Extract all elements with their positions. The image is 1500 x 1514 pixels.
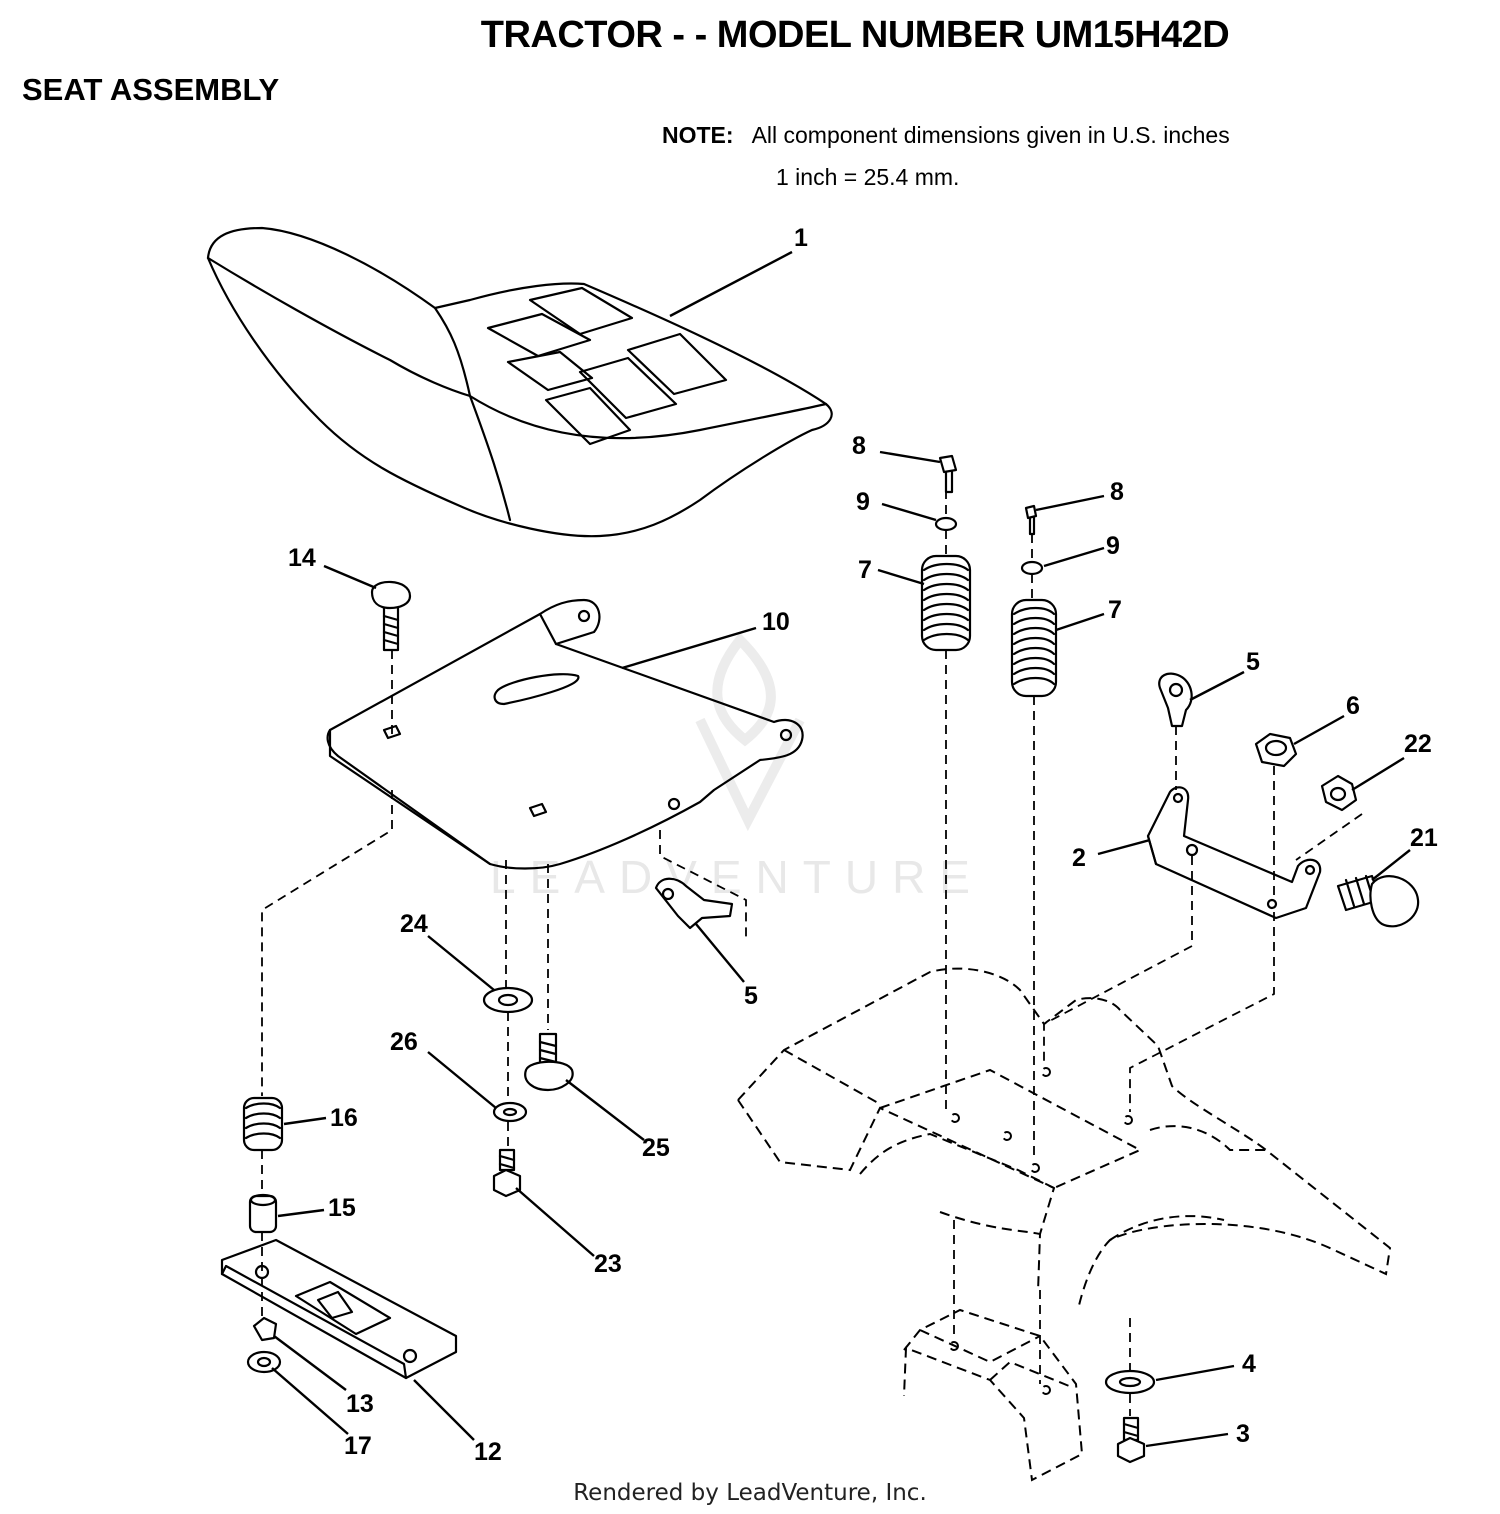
note-block: NOTE: All component dimensions given in U… [662,114,1230,198]
nut-22-part[interactable] [1320,774,1358,812]
callout-3[interactable]: 3 [1236,1420,1250,1448]
washer-24-part[interactable] [482,986,534,1014]
callout-9b[interactable]: 9 [1106,532,1120,560]
callout-2[interactable]: 2 [1072,844,1086,872]
callout-7a[interactable]: 7 [858,556,872,584]
callout-1[interactable]: 1 [794,224,808,252]
callout-6[interactable]: 6 [1346,692,1360,720]
diagram-title: TRACTOR - - MODEL NUMBER UM15H42D [480,14,1230,56]
callout-10[interactable]: 10 [762,608,790,636]
seat-part[interactable] [206,226,833,538]
shoulder-bolt-25-part[interactable] [524,1032,574,1092]
seat-pan-part[interactable] [326,598,804,870]
bracket-2-part[interactable] [1146,786,1322,920]
callout-9a[interactable]: 9 [856,488,870,516]
fender-reference [737,967,1392,1482]
footer-credit: Rendered by LeadVenture, Inc. [573,1480,927,1506]
washer-17-part[interactable] [246,1350,282,1374]
bushing-15-part[interactable] [248,1193,278,1234]
spring-16-part[interactable] [242,1096,284,1152]
callout-24[interactable]: 24 [400,910,428,938]
note-label: NOTE: [662,122,734,148]
nut-13-part[interactable] [252,1316,278,1342]
callout-8a[interactable]: 8 [852,432,866,460]
callout-5a[interactable]: 5 [1246,648,1260,676]
bolt-8b-part[interactable] [1024,504,1038,536]
section-title: SEAT ASSEMBLY [22,72,280,107]
callout-5b[interactable]: 5 [744,982,758,1010]
callout-15[interactable]: 15 [328,1194,356,1222]
washer-9a-part[interactable] [934,516,958,532]
spring-7a-part[interactable] [920,554,972,652]
bolt-3-part[interactable] [1116,1416,1146,1464]
nut-6-part[interactable] [1254,732,1298,768]
clip-5b-part[interactable] [654,877,734,930]
callout-22[interactable]: 22 [1404,730,1432,758]
callout-26[interactable]: 26 [390,1028,418,1056]
watermark-text: LEADVENTURE [490,851,984,903]
clip-5a-part[interactable] [1158,672,1193,728]
note-line-1: All component dimensions given in U.S. i… [751,122,1230,148]
callout-12[interactable]: 12 [474,1438,502,1466]
lock-washer-26-part[interactable] [492,1101,528,1123]
callout-7b[interactable]: 7 [1108,596,1122,624]
callout-25[interactable]: 25 [642,1134,670,1162]
mounting-plate-12-part[interactable] [220,1238,458,1380]
callout-21[interactable]: 21 [1410,824,1438,852]
callout-17[interactable]: 17 [344,1432,372,1460]
washer-9b-part[interactable] [1020,560,1044,576]
watermark-logo [695,632,805,832]
callout-8b[interactable]: 8 [1110,478,1124,506]
spring-7b-part[interactable] [1010,598,1058,698]
bolt-8a-part[interactable] [938,454,958,494]
callout-23[interactable]: 23 [594,1250,622,1278]
callout-14[interactable]: 14 [288,544,316,572]
callouts: 1 2 3 4 5 5 6 7 7 8 8 9 9 10 12 13 14 15… [288,224,1438,1466]
shoulder-bolt-21-part[interactable] [1336,874,1420,928]
callout-13[interactable]: 13 [346,1390,374,1418]
carriage-bolt-part[interactable] [370,580,412,652]
leader-lines [271,250,1411,1448]
callout-16[interactable]: 16 [330,1104,358,1132]
assembly-lines [261,490,1363,1416]
callout-4[interactable]: 4 [1242,1350,1256,1378]
note-line-2: 1 inch = 25.4 mm. [776,164,960,190]
washer-4-part[interactable] [1104,1369,1156,1395]
